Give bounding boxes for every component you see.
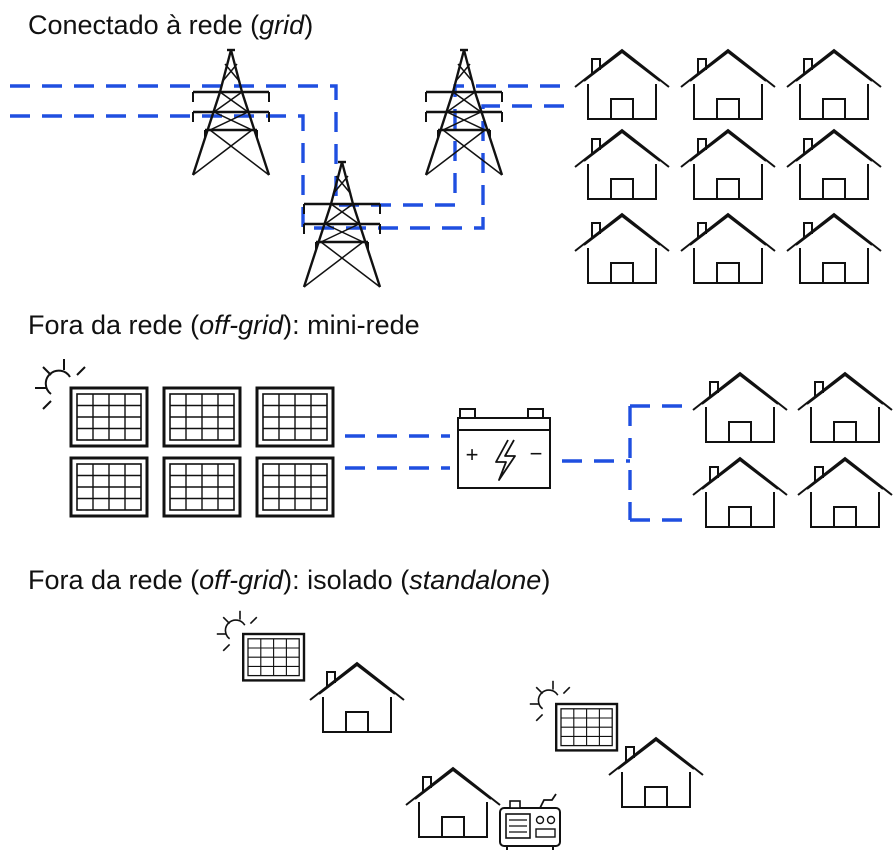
standalone-solar-unit-2 [528, 679, 619, 752]
house-icon [692, 457, 788, 528]
house-icon [309, 662, 405, 733]
title-minigrid-text-2: off-grid [199, 310, 284, 340]
transmission-tower-icon [302, 160, 382, 289]
house-icon [680, 49, 776, 120]
title-grid: Conectado à rede (grid) [28, 12, 313, 39]
title-grid-text-1: Conectado à rede ( [28, 10, 260, 40]
transmission-tower-icon [424, 48, 504, 177]
grid-power-lines [10, 84, 565, 230]
solar-panel-icon [69, 386, 149, 448]
house-icon [797, 457, 893, 528]
house-icon [680, 129, 776, 200]
title-grid-text-2: grid [259, 10, 305, 40]
solar-panel-icon [162, 456, 242, 518]
battery-plus: + [466, 442, 479, 467]
house-icon [574, 49, 670, 120]
house-icon [786, 129, 882, 200]
house-icon [574, 213, 670, 284]
title-standalone-text-4: standalone [409, 565, 542, 595]
title-standalone: Fora da rede (off-grid): isolado (standa… [28, 567, 550, 594]
house-icon [405, 767, 501, 838]
solar-panel-icon [255, 386, 335, 448]
title-minigrid-text-3: ): mini-rede [283, 310, 420, 340]
title-standalone-text-1: Fora da rede ( [28, 565, 200, 595]
title-standalone-text-5: ) [541, 565, 551, 595]
minigrid-power-lines [345, 404, 690, 522]
house-icon [608, 737, 704, 808]
title-grid-text-3: ) [304, 10, 314, 40]
house-icon [574, 129, 670, 200]
house-icon [786, 213, 882, 284]
lightning-icon [495, 439, 516, 481]
solar-panel-icon [255, 456, 335, 518]
battery-icon: + − [457, 408, 551, 489]
generator-icon [499, 793, 561, 850]
solar-panel-icon [69, 456, 149, 518]
transmission-tower-icon [191, 48, 271, 177]
house-icon [797, 372, 893, 443]
house-icon [786, 49, 882, 120]
solar-panel-icon [241, 632, 306, 682]
title-standalone-text-3: ): isolado ( [283, 565, 410, 595]
house-icon [692, 372, 788, 443]
standalone-solar-unit-1 [216, 609, 306, 682]
title-minigrid-text-1: Fora da rede ( [28, 310, 200, 340]
title-minigrid: Fora da rede (off-grid): mini-rede [28, 312, 420, 339]
house-icon [680, 213, 776, 284]
battery-minus: − [530, 441, 543, 466]
solar-panel-icon [555, 702, 619, 752]
title-standalone-text-2: off-grid [199, 565, 284, 595]
solar-panel-icon [162, 386, 242, 448]
